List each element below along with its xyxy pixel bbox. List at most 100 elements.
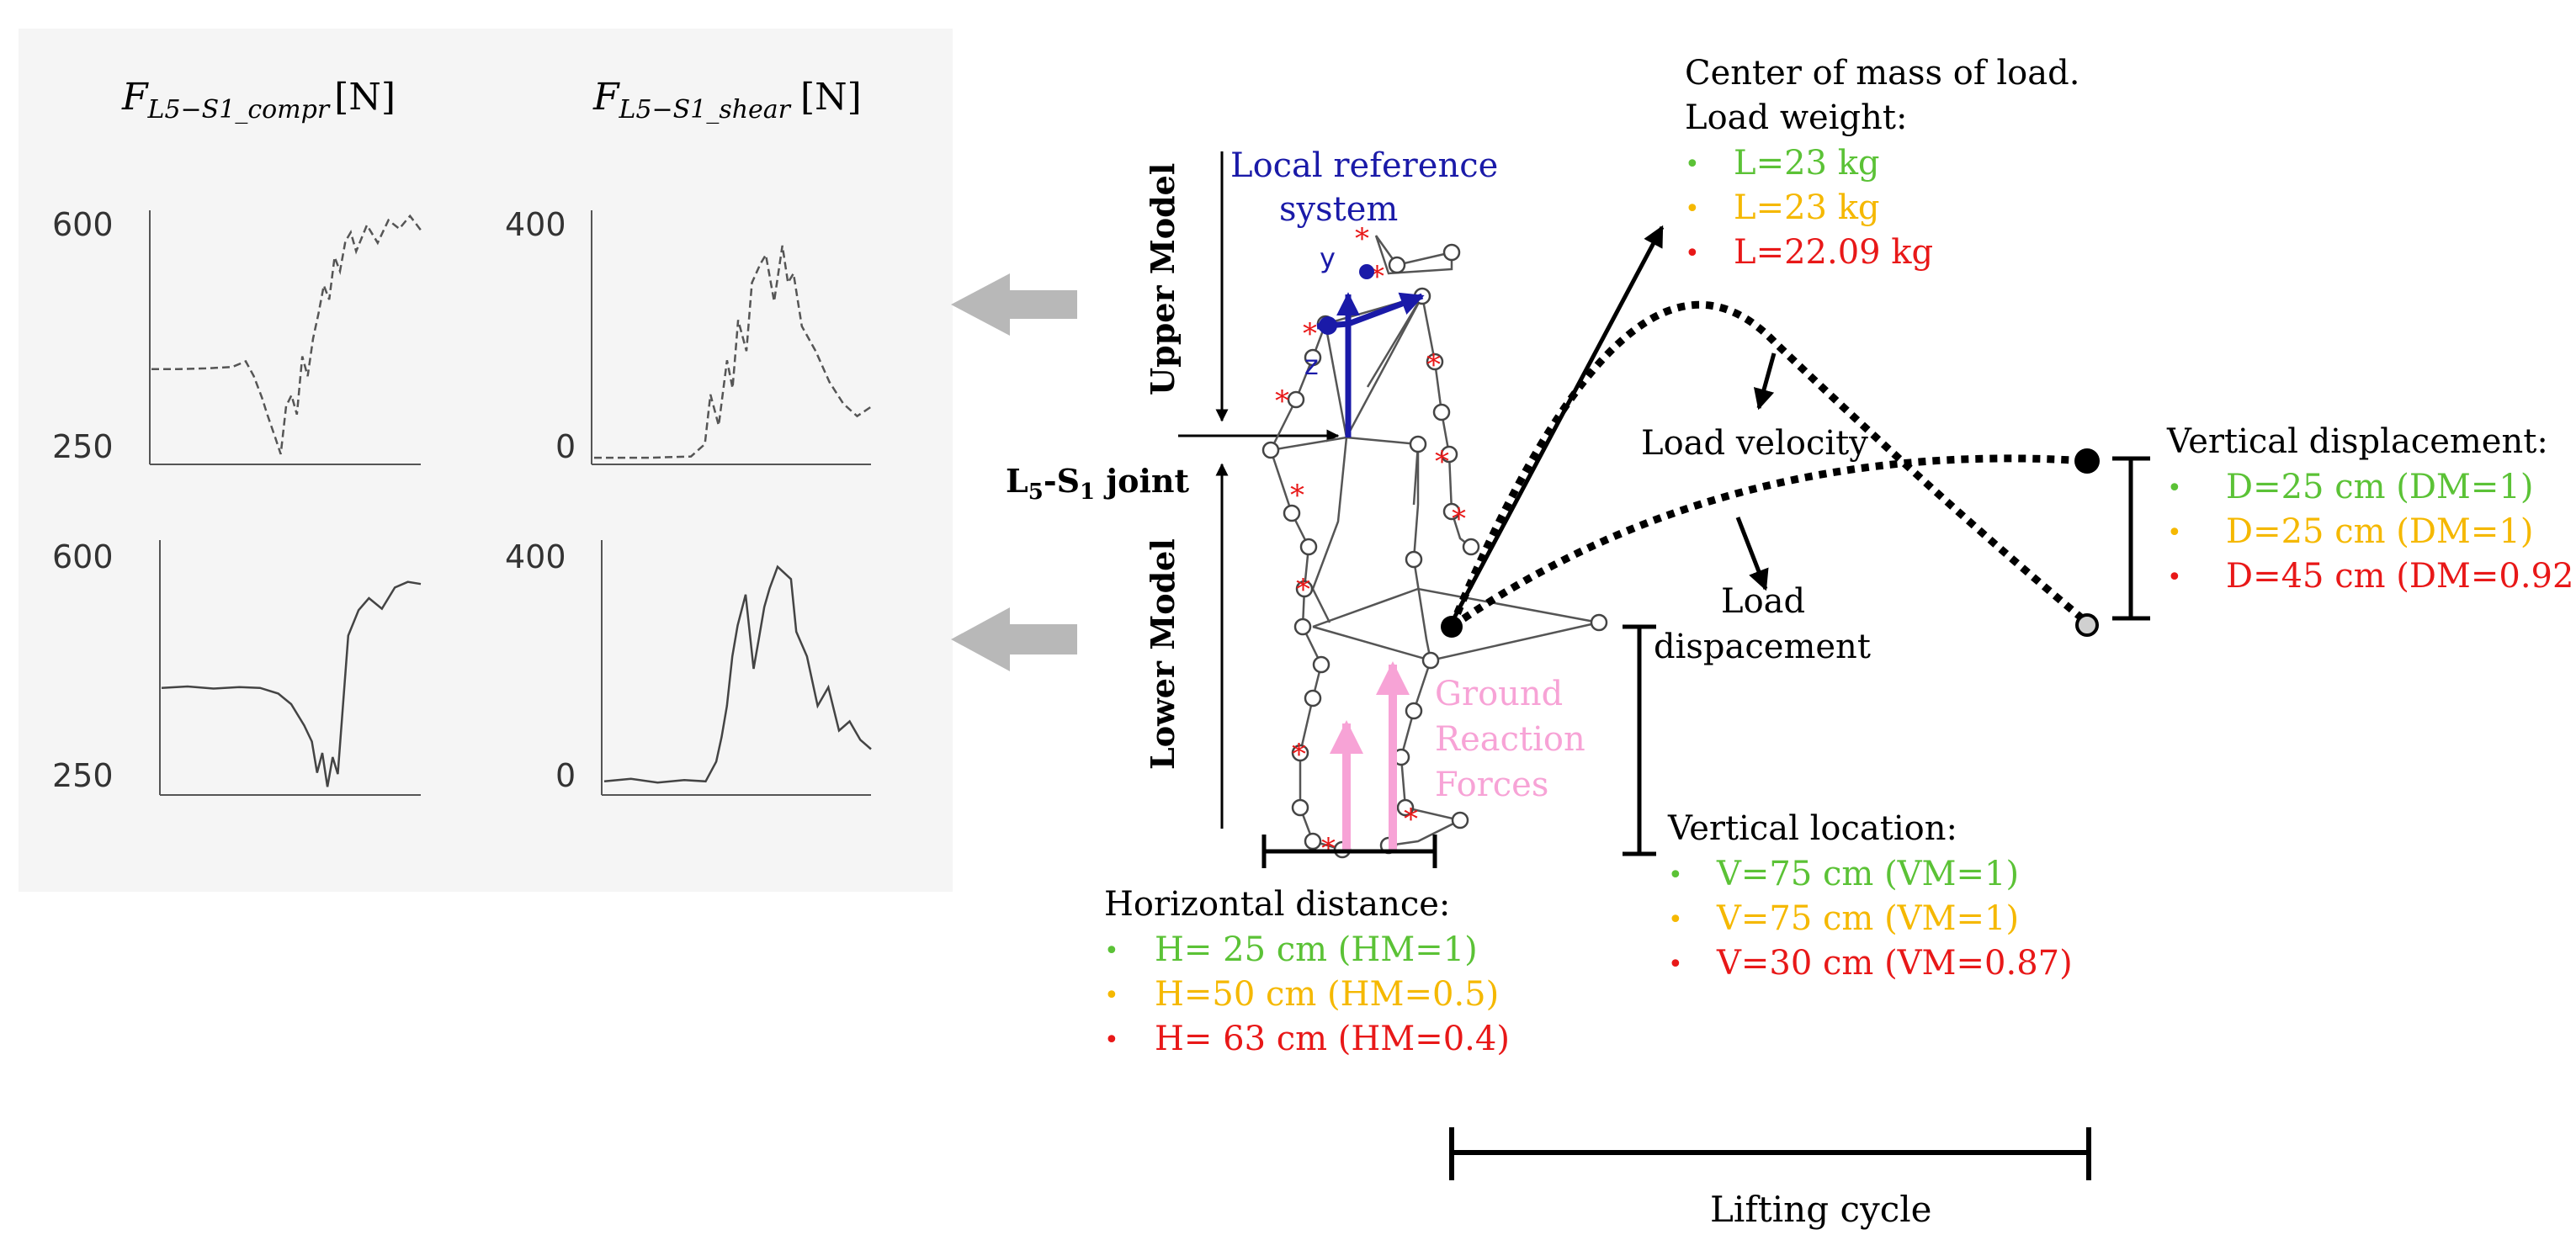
vertical-displacement-red: D=45 cm (DM=0.92) [2226, 557, 2576, 596]
upper-model-label: Upper Model [1144, 163, 1182, 395]
load-displacement-label-2: dispacement [1654, 628, 1871, 666]
load-velocity-label: Load velocity [1641, 424, 1868, 463]
bullet-orange: • [1104, 981, 1119, 1010]
joint-marker [1396, 798, 1415, 817]
joint-marker [1590, 613, 1608, 632]
joint-marker [1283, 504, 1301, 522]
vertical-location-green: V=75 cm (VM=1) [1716, 855, 2019, 893]
bullet-orange: • [1685, 194, 1700, 224]
center-of-mass-block: Center of mass of load. Load weight: • L… [1685, 54, 2079, 272]
grf-label-3: Forces [1435, 766, 1548, 804]
velocity-arrow [1753, 352, 1777, 411]
bullet-green: • [1104, 936, 1119, 966]
shear-force-title: FL5−S1_shear[N] [592, 76, 862, 125]
vertical-location-red: V=30 cm (VM=0.87) [1716, 944, 2073, 983]
load-weight-green: L=23 kg [1734, 144, 1880, 183]
joint-marker [1291, 744, 1309, 762]
load-displacement-label-1: Load [1721, 582, 1805, 621]
compr-force-title: FL5−S1_compr[N] [121, 76, 396, 125]
asterisk-marker-icon: * [1296, 573, 1310, 607]
joint-marker [1312, 655, 1330, 674]
asterisk-marker-icon: * [1290, 479, 1304, 512]
horizontal-distance-bracket [1261, 835, 1437, 868]
lifting-cycle-bracket [1449, 1127, 2091, 1180]
center-of-mass-title: Center of mass of load. [1685, 54, 2079, 93]
joint-marker [1440, 445, 1458, 464]
horizontal-distance-orange: H=50 cm (HM=0.5) [1155, 975, 1499, 1014]
y-tick-bottom: 250 [52, 428, 114, 465]
local-reference-system: y z [1304, 242, 1425, 437]
charts-background [19, 29, 953, 892]
lifting-cycle-label: Lifting cycle [1710, 1189, 1932, 1230]
joint-marker [1409, 435, 1427, 453]
joint-marker [1451, 811, 1469, 829]
y-tick-top: 600 [52, 538, 114, 575]
asterisk-marker-icon: * [1426, 348, 1441, 382]
y-tick-top: 400 [505, 206, 566, 243]
vertical-location-title: Vertical location: [1667, 809, 1957, 848]
bullet-orange: • [2167, 518, 2182, 548]
center-of-mass-arrow [1449, 225, 1665, 624]
grey-arrow-upper [951, 273, 1077, 336]
bullet-green: • [1685, 150, 1700, 179]
asterisk-marker-icon: * [1435, 445, 1449, 479]
bullet-red: • [2167, 563, 2182, 592]
joint-marker [1388, 256, 1406, 274]
left-arrow-icon [951, 273, 1077, 336]
asterisk-marker-icon: * [1355, 222, 1369, 256]
joint-marker [1405, 550, 1423, 569]
asterisk-marker-icon: * [1303, 317, 1317, 351]
leg-b-segments [1311, 437, 1348, 623]
axis-y-label: y [1320, 242, 1336, 274]
load-velocity-curve [1447, 300, 2090, 628]
compr-dashed-series [151, 214, 422, 455]
load-end-point-high [2074, 448, 2100, 474]
asterisk-marker-icon: * [1321, 832, 1336, 866]
asterisk-marker-icon: * [1275, 384, 1289, 418]
chart-shear-solid: 400 0 [505, 538, 872, 796]
left-arrow-icon [951, 607, 1077, 671]
bullet-red: • [1104, 1025, 1119, 1055]
asterisk-marker-icon: * [1370, 260, 1384, 294]
local-reference-label-1: Local reference [1230, 146, 1498, 185]
asterisk-marker-icon: * [1452, 502, 1466, 536]
load-start-point [1441, 616, 1463, 638]
joint-marker [1287, 390, 1305, 409]
y-tick-bottom: 0 [555, 428, 576, 465]
joint-marker [1295, 580, 1314, 598]
load-end-point-low [2075, 613, 2099, 637]
leg-a-segments [1290, 512, 1343, 851]
horizontal-distance-red: H= 63 cm (HM=0.4) [1155, 1020, 1510, 1058]
vertical-location-block: Vertical location: • V=75 cm (VM=1) • V=… [1667, 809, 2073, 983]
blue-axis-x [1346, 292, 1425, 327]
l5s1-joint-label: L5-S1 joint [1006, 462, 1190, 505]
horizontal-distance-green: H= 25 cm (HM=1) [1155, 930, 1478, 969]
joint-marker [1304, 348, 1322, 367]
vertical-displacement-green: D=25 cm (DM=1) [2226, 468, 2533, 506]
shear-solid-series [603, 564, 872, 784]
pelvis-segments [1270, 436, 1420, 506]
ground-reaction-forces: Ground Reaction Forces [1330, 661, 1585, 850]
y-tick-bottom: 250 [52, 757, 114, 794]
chart-compr-dashed: 600 250 [52, 206, 422, 465]
joint-marker [1299, 538, 1318, 556]
horizontal-distance-block: Horizontal distance: • H= 25 cm (HM=1) •… [1104, 885, 1510, 1058]
load-weight-orange: L=23 kg [1734, 188, 1880, 227]
load-weight-title: Load weight: [1685, 98, 1907, 137]
vertical-displacement-bracket [2112, 456, 2150, 621]
vertical-location-orange: V=75 cm (VM=1) [1716, 899, 2019, 938]
bullet-red: • [1668, 950, 1683, 979]
joint-marker [1442, 243, 1461, 262]
local-reference-label-2: system [1279, 190, 1398, 229]
joint-marker [1304, 689, 1322, 707]
lower-model-label: Lower Model [1144, 538, 1182, 770]
joint-marker [1291, 798, 1309, 817]
force-charts-panel: FL5−S1_compr[N] FL5−S1_shear[N] 600 250 … [19, 29, 953, 892]
shoulder-segments [1421, 295, 1453, 512]
joint-marker [1442, 502, 1461, 521]
y-tick-bottom: 0 [555, 757, 576, 794]
y-tick-top: 600 [52, 206, 114, 243]
joint-marker [1426, 352, 1444, 371]
joint-marker [1462, 538, 1480, 556]
